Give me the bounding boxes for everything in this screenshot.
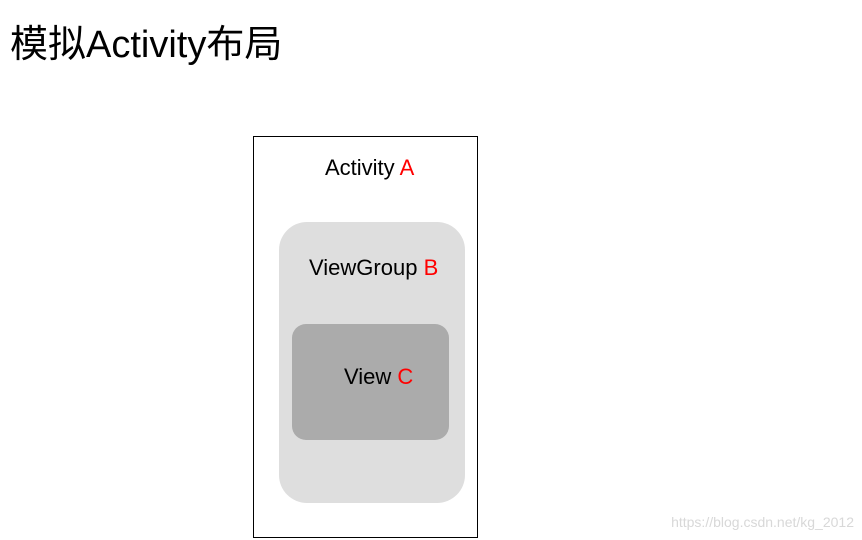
view-letter: C bbox=[397, 364, 414, 389]
viewgroup-letter: B bbox=[423, 255, 439, 280]
activity-letter: A bbox=[399, 155, 415, 180]
view-label: View C bbox=[344, 364, 413, 390]
viewgroup-name: ViewGroup bbox=[309, 255, 418, 280]
activity-box: Activity A ViewGroup B View C bbox=[253, 136, 478, 538]
activity-label: Activity A bbox=[325, 155, 414, 181]
page-title: 模拟Activity布局 bbox=[10, 24, 283, 66]
view-box: View C bbox=[292, 324, 449, 440]
viewgroup-box: ViewGroup B View C bbox=[279, 222, 465, 503]
watermark: https://blog.csdn.net/kg_2012 bbox=[671, 514, 854, 530]
view-name: View bbox=[344, 364, 392, 389]
activity-name: Activity bbox=[325, 155, 395, 180]
viewgroup-label: ViewGroup B bbox=[309, 255, 438, 281]
